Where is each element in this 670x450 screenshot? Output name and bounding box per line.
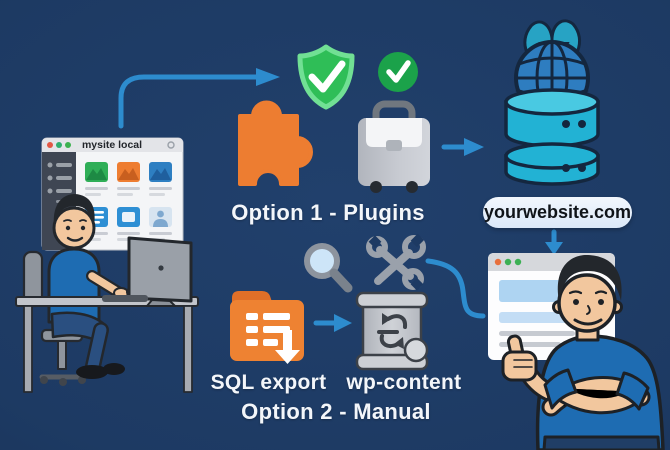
local-browser-title: mysite local <box>81 139 143 151</box>
arrow-manual-to-browser-icon <box>425 258 486 319</box>
migration-suitcase-icon <box>358 100 430 193</box>
window-dot-red <box>47 142 53 148</box>
server-icon <box>504 88 600 186</box>
download-arrow-icon <box>275 330 300 364</box>
arrow-domain-to-browser-icon <box>545 229 563 255</box>
media-thumbnail-green <box>85 162 108 182</box>
window-button-icon <box>167 141 175 149</box>
shield-check-icon <box>297 44 355 110</box>
person2-head <box>557 273 617 333</box>
arrow-local-to-option1-icon <box>118 68 280 129</box>
domain-pill-text: yourwebsite.com <box>483 202 632 222</box>
person1-shirt <box>47 247 101 324</box>
arrow-option1-to-server-icon <box>441 138 484 156</box>
sql-export-label: SQL export <box>210 371 327 394</box>
option2-label: Option 2 - Manual <box>241 399 431 424</box>
keyboard <box>102 295 148 302</box>
plugin-puzzle-icon <box>238 100 313 186</box>
person2-hair <box>557 254 622 301</box>
person-thumbs-up <box>501 254 665 450</box>
person1-hair <box>53 194 95 226</box>
person1-shoe <box>76 365 108 379</box>
manual-steps-labels: SQL export wp-content <box>204 371 468 395</box>
media-thumbnail-blue <box>149 162 172 182</box>
tools-icon <box>366 233 426 291</box>
swap-arrows-glyph <box>377 313 408 349</box>
search-magnifier-icon <box>304 243 353 293</box>
arrow-folder-to-container-icon <box>313 314 352 332</box>
window-dot-green2 <box>65 142 71 148</box>
option1-label: Option 1 - Plugins <box>231 200 425 225</box>
domain-pill: yourwebsite.com <box>483 197 632 228</box>
wp-content-label: wp-content <box>346 371 462 394</box>
media-thumbnail-orange <box>117 162 140 182</box>
thumbs-up-icon <box>501 334 538 382</box>
person-at-desk <box>15 194 199 393</box>
person1-head <box>52 206 96 250</box>
window-dot-green1 <box>56 142 62 148</box>
wordpress-server: W <box>504 19 600 186</box>
profile-card-icon <box>149 207 172 227</box>
video-card-icon <box>117 207 140 227</box>
sql-folder-icon <box>230 291 304 364</box>
wp-content-container-icon <box>355 291 429 371</box>
check-circle-icon <box>378 52 418 92</box>
